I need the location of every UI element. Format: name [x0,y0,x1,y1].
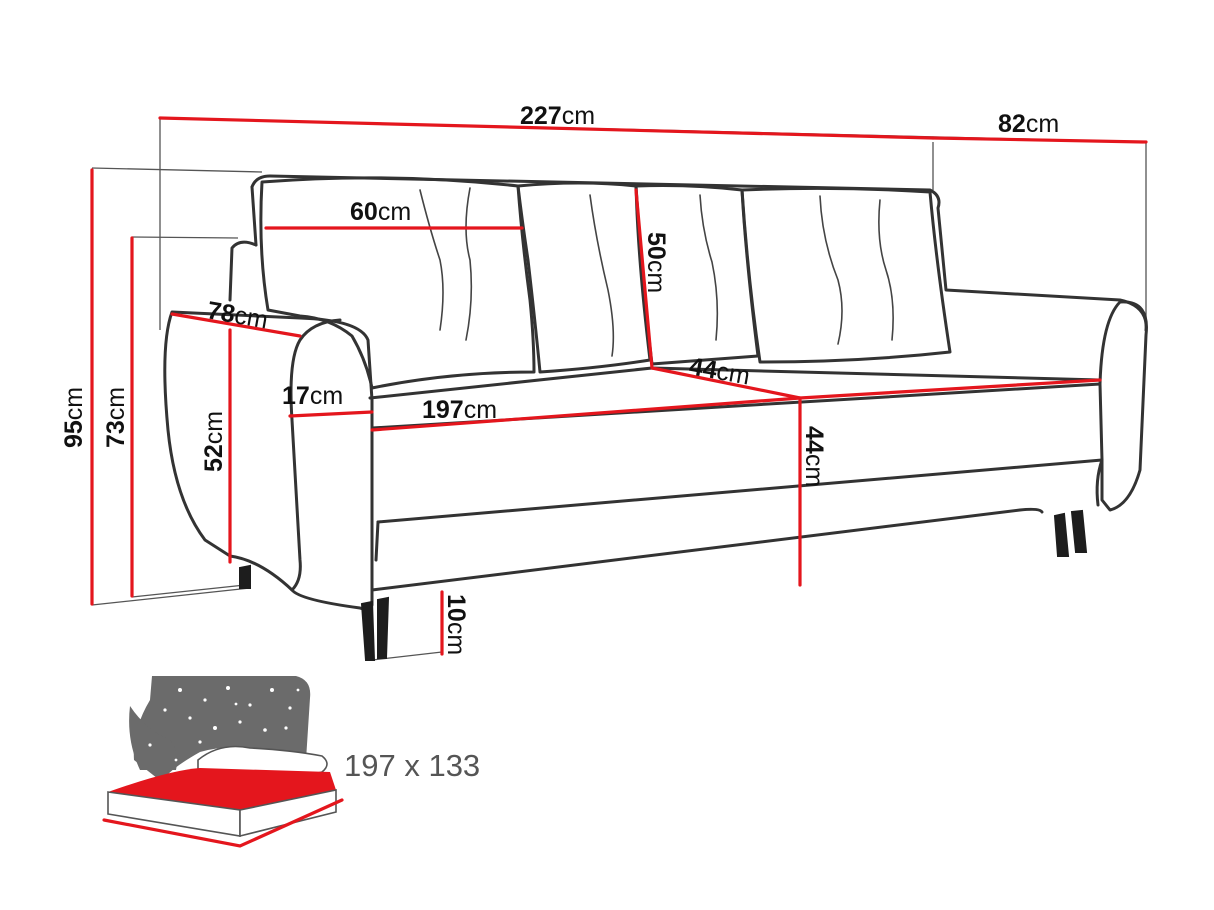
label-total-height: 95cm [60,387,88,448]
mattress-width-arrow [102,798,344,848]
leg-front-right [1053,512,1070,557]
leg-back-left [239,564,251,589]
label-leg-height: 10cm [442,594,470,655]
dim-line-seat-depth [650,366,802,400]
leg-front-left [360,600,376,661]
right-armrest [1098,300,1148,512]
label-cushion-width: 60cm [350,198,411,226]
label-seat-width: 197cm [422,396,497,424]
sleeping-area-icon: 197 x 133 [102,676,480,848]
dim-line-armrest-width [288,410,374,418]
label-armrest-width: 17cm [282,382,343,410]
label-back-height: 73cm [102,387,130,448]
label-seat-depth: 44cm [687,352,752,390]
mattress-end [239,789,337,838]
cushion-middle [516,181,652,374]
stars-icon [148,686,300,762]
label-seat-height: 44cm [800,426,828,487]
label-armrest-depth: 78cm [205,296,270,334]
cushion-right-b [740,186,952,364]
dim-line-depth [931,136,1148,144]
left-armrest [163,310,374,611]
dimension-lines [90,116,1148,656]
night-panel [133,676,311,782]
dim-line-armrest-depth [170,312,302,338]
cushion-left [259,176,536,390]
legs [239,509,1088,661]
dim-line-seat-depth-b [798,378,1102,400]
dim-line-total-width [158,116,935,140]
label-total-width: 227cm [520,102,595,130]
dim-line-cushion-height [634,188,654,370]
seat-front [370,382,1104,524]
dimension-labels: 227cm 82cm 60cm 50cm 78cm 17cm 197cm 44c… [60,102,1059,655]
night-curve [129,706,178,770]
sleeping-area-size: 197 x 133 [344,748,480,783]
dim-line-seat-width [370,396,802,432]
label-armrest-height: 52cm [200,411,228,472]
leg-front-left-b [377,596,390,659]
label-cushion-height: 50cm [642,232,670,293]
backrest [250,174,1148,332]
label-depth: 82cm [998,110,1059,138]
leg-front-right-b [1070,509,1088,553]
